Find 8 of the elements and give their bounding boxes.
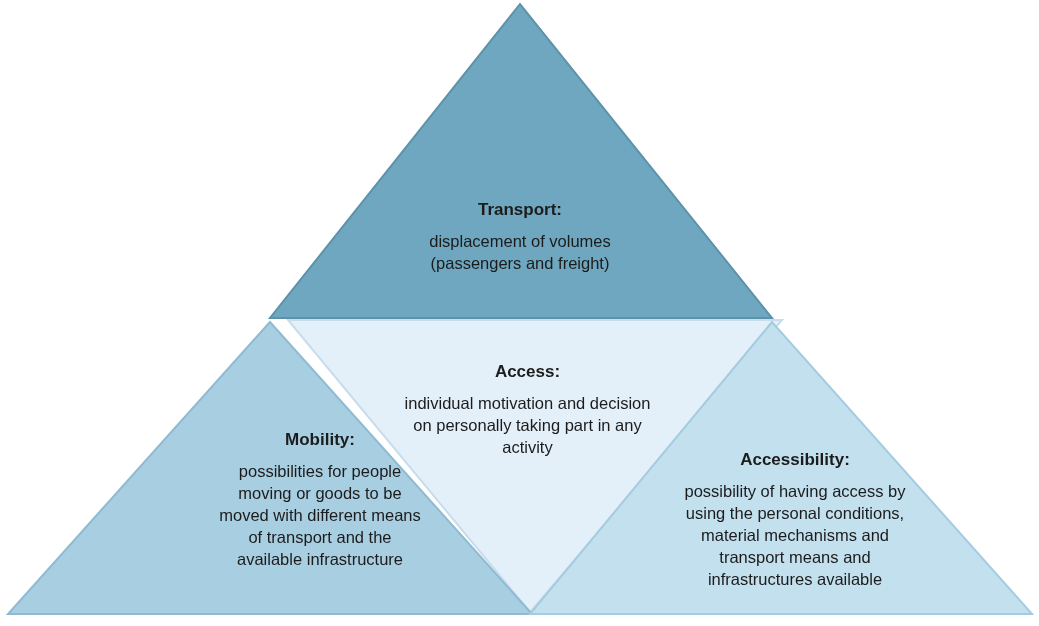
heading-text: Transport: (476, 200, 564, 220)
description-text: possibility of having access by using the personal conditions, material mechanisms and transport means and infrastructures available (683, 481, 907, 590)
description-text: possibilities for people moving or goods to be moved with different means of transport and the available infrastructure (218, 461, 422, 570)
heading-text: Accessibility: (739, 450, 851, 470)
description-text: displacement of volumes (passengers and freight) (428, 231, 612, 274)
heading-text: Mobility: (284, 430, 356, 450)
heading-text: Access: (493, 362, 562, 382)
description-text: individual motivation and decision on personally taking part in any activity (403, 393, 652, 458)
